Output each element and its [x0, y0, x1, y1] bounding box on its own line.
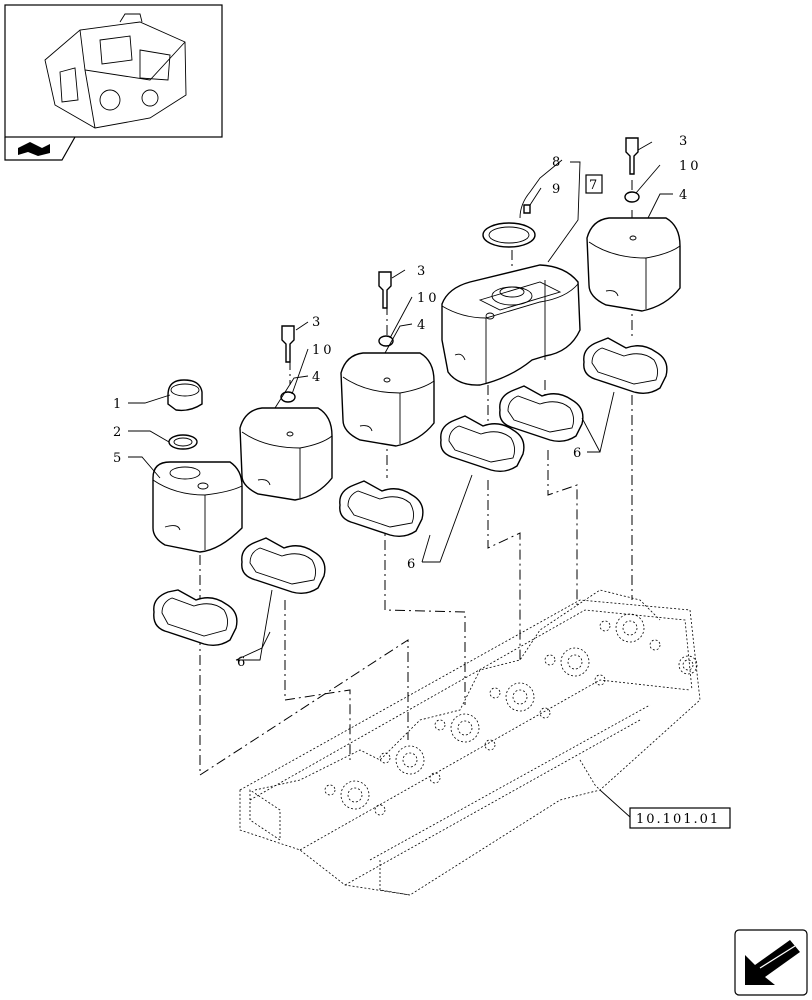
bolt-3-c[interactable] — [625, 137, 639, 175]
callouts: 1 2 5 3 10 4 3 10 4 8 9 7 3 10 4 6 6 6 — [113, 134, 702, 670]
callout-3-b: 3 — [417, 264, 428, 279]
alignment-lines — [199, 180, 633, 776]
leader-lines — [128, 141, 673, 818]
rocker-cover-4-c[interactable] — [586, 217, 681, 312]
callout-8: 8 — [552, 155, 563, 170]
bolt-3-b[interactable] — [378, 271, 392, 309]
washer-10-b[interactable] — [378, 335, 394, 347]
callout-5: 5 — [113, 451, 124, 466]
cylinder-head[interactable] — [239, 589, 701, 896]
gasket-6-f[interactable] — [583, 337, 668, 395]
callout-3-a: 3 — [312, 315, 323, 330]
engine-thumbnail-icon — [44, 13, 187, 129]
callout-7-box — [585, 174, 603, 194]
gasket-6-a[interactable] — [241, 537, 326, 595]
washer-10-a[interactable] — [280, 391, 296, 403]
callout-10-c: 10 — [679, 159, 702, 174]
rocker-cover-7[interactable] — [441, 264, 581, 386]
gasket-6-e[interactable] — [499, 385, 584, 443]
washer-10-c[interactable] — [624, 191, 640, 203]
reference-label: 10.101.01 — [636, 812, 720, 827]
reference-box[interactable]: 10.101.01 — [629, 807, 731, 829]
rocker-cover-5[interactable] — [152, 461, 243, 553]
o-ring-8[interactable] — [482, 222, 536, 248]
seal-ring-2[interactable] — [168, 434, 198, 450]
callout-10-b: 10 — [417, 291, 440, 306]
gasket-6-d[interactable] — [440, 415, 525, 473]
callout-4-c: 4 — [679, 188, 690, 203]
callout-9: 9 — [552, 182, 563, 197]
screw-9[interactable] — [523, 204, 531, 214]
rocker-cover-4-a[interactable] — [239, 407, 333, 501]
navigation-arrow-icon — [745, 940, 800, 985]
oil-filler-cap-1[interactable] — [167, 379, 203, 412]
navigation-button[interactable] — [734, 929, 808, 996]
callout-4-a: 4 — [312, 370, 323, 385]
rocker-cover-4-b[interactable] — [340, 352, 435, 447]
callout-6-a: 6 — [237, 655, 248, 670]
callout-1: 1 — [113, 397, 124, 412]
callout-6-c: 6 — [573, 446, 584, 461]
engine-thumbnail[interactable] — [4, 4, 223, 138]
callout-3-c: 3 — [679, 134, 690, 149]
bolt-3-a[interactable] — [281, 325, 295, 363]
callout-10-a: 10 — [312, 343, 335, 358]
callout-4-b: 4 — [417, 318, 428, 333]
callout-2: 2 — [113, 425, 124, 440]
section-tab[interactable] — [4, 136, 76, 161]
callout-6-b: 6 — [407, 557, 418, 572]
gasket-6-c[interactable] — [339, 480, 424, 538]
section-arrow-icon — [18, 142, 50, 156]
gasket-6-b[interactable] — [153, 589, 238, 647]
callout-7: 7 — [589, 178, 600, 193]
